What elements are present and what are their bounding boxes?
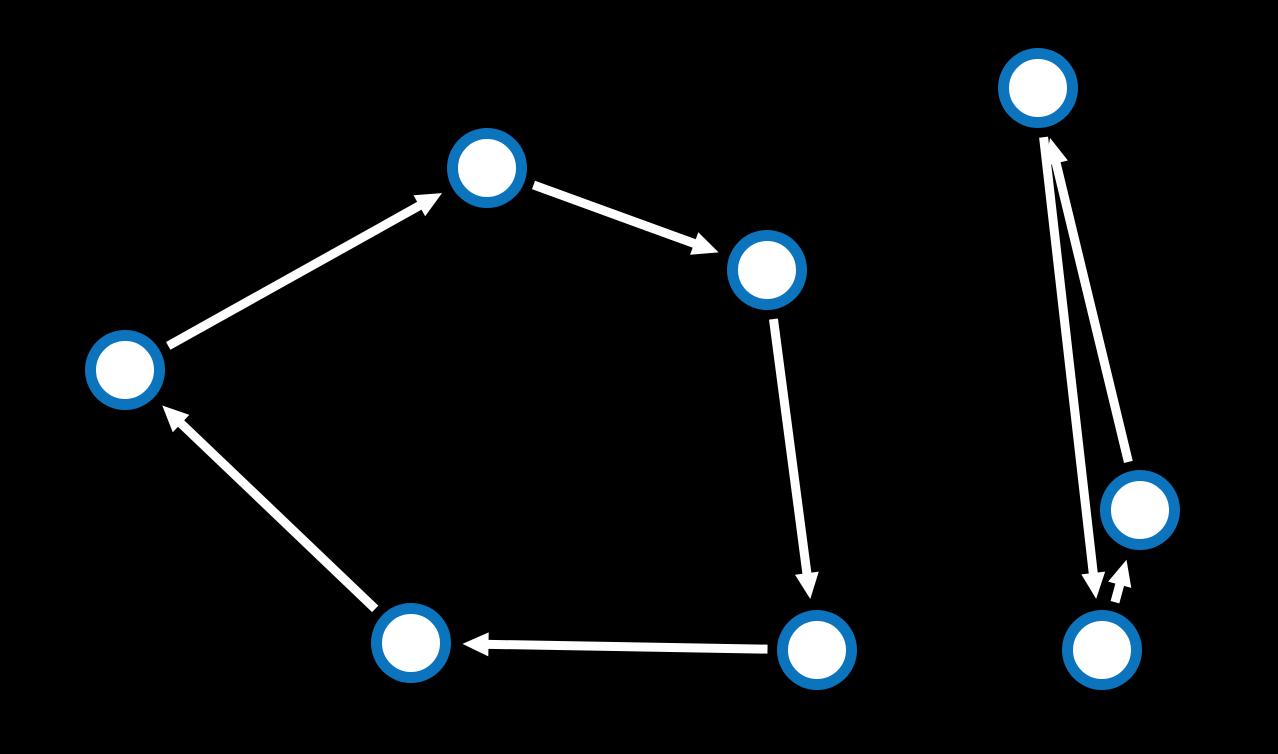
- graph-node[interactable]: [447, 128, 527, 208]
- graph-node[interactable]: [85, 330, 165, 410]
- edge-line: [173, 416, 379, 613]
- edge-line: [482, 639, 768, 654]
- node-circle: [998, 48, 1078, 128]
- node-circle: [447, 128, 527, 208]
- graph-node[interactable]: [777, 610, 857, 690]
- edge-line: [1050, 156, 1133, 463]
- graph-node[interactable]: [371, 603, 451, 683]
- node-circle: [777, 610, 857, 690]
- graph-node[interactable]: [727, 230, 807, 310]
- graph-edge[interactable]: [1039, 136, 1106, 599]
- edge-arrowhead: [1108, 559, 1132, 588]
- node-circle: [1062, 610, 1142, 690]
- edge-layer: [162, 136, 1133, 657]
- edge-arrowhead: [462, 632, 489, 657]
- graph-node[interactable]: [1062, 610, 1142, 690]
- edge-arrowhead: [1081, 571, 1106, 599]
- edge-arrowhead: [413, 193, 443, 217]
- edge-line: [1039, 136, 1099, 580]
- graph-node[interactable]: [1100, 470, 1180, 550]
- edge-arrowhead: [690, 232, 719, 255]
- node-circle: [1100, 470, 1180, 550]
- graph-edge[interactable]: [531, 180, 719, 255]
- graph-edge[interactable]: [1044, 138, 1133, 463]
- node-circle: [727, 230, 807, 310]
- edge-line: [531, 180, 702, 250]
- graph-node[interactable]: [998, 48, 1078, 128]
- edge-line: [166, 198, 427, 350]
- graph-edge[interactable]: [462, 632, 768, 657]
- graph-edge[interactable]: [768, 318, 819, 599]
- edge-arrowhead: [794, 571, 819, 599]
- edge-arrowhead: [162, 405, 190, 433]
- node-circle: [85, 330, 165, 410]
- graph-edge[interactable]: [1108, 559, 1132, 604]
- node-layer: [85, 48, 1180, 690]
- graph-edge[interactable]: [162, 405, 379, 613]
- node-circle: [371, 603, 451, 683]
- graph-edge[interactable]: [166, 193, 443, 350]
- edge-arrowhead: [1044, 138, 1068, 167]
- edge-line: [768, 318, 813, 580]
